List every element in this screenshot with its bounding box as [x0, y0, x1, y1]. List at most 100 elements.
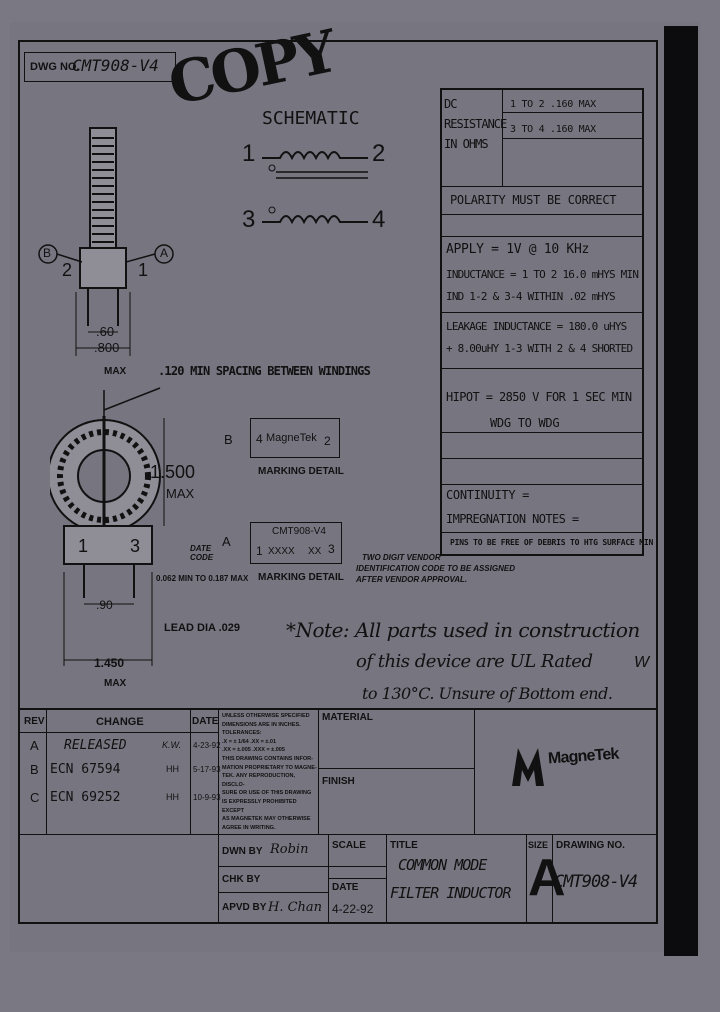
rev-date: 10-9-93 — [193, 793, 221, 802]
leakage-spec-1: LEAKAGE INDUCTANCE = 180.0 uHYS — [446, 320, 627, 333]
scale-label: SCALE — [332, 840, 366, 851]
marking-b-pin2: 2 — [324, 434, 331, 448]
leakage-spec-2: + 8.00uHY 1-3 WITH 2 & 4 SHORTED — [446, 342, 633, 355]
side-view-drawing — [38, 127, 174, 356]
spec-divider-4 — [440, 312, 644, 313]
change-col-divider — [190, 708, 191, 834]
size-label: SIZE — [528, 840, 549, 850]
side-dim-outer: .800 — [94, 340, 120, 355]
chk-by-label: CHK BY — [222, 874, 261, 885]
size-value: A — [528, 849, 566, 907]
marking-b-pin4: 4 — [256, 432, 263, 446]
schematic-pin2: 2 — [372, 140, 386, 167]
rev-change: ECN 67594 — [50, 762, 121, 777]
dc-line2: 3 TO 4 .160 MAX — [510, 124, 596, 135]
rev-init: HH — [166, 764, 179, 774]
dc-row-1 — [502, 112, 644, 113]
note-line3: to 130°C. Unsure of Bottom end. — [362, 684, 613, 703]
tolerance-line: DIMENSIONS ARE IN INCHES. — [222, 721, 301, 728]
title-block-top — [20, 708, 656, 710]
inductance-spec-1: INDUCTANCE = 1 TO 2 16.0 mHYS MIN — [446, 268, 639, 281]
handwritten-side-mark: W — [634, 654, 650, 671]
rev-letter: C — [30, 790, 40, 805]
finish-label: FINISH — [322, 776, 355, 787]
dwn-by-signature: Robin — [270, 842, 309, 857]
front-height-dim: 1.500 — [150, 462, 196, 482]
vendor-note-line1: TWO DIGIT VENDOR — [362, 553, 441, 562]
tolerance-col-divider — [318, 708, 319, 834]
note-line2: of this device are UL Rated — [356, 651, 593, 672]
title-row-divider — [20, 834, 656, 835]
tolerance-line: UNLESS OTHERWISE SPECIFIED — [222, 713, 310, 719]
marking-a-date-code: DATE CODE — [190, 544, 214, 562]
change-header: CHANGE — [96, 716, 144, 728]
marking-b-caption: MARKING DETAIL — [258, 466, 344, 477]
marking-a-letter: A — [222, 534, 231, 549]
size-col-divider-left — [526, 834, 527, 922]
title-label: TITLE — [390, 840, 418, 851]
spec-divider-1 — [440, 186, 644, 187]
spec-divider-7 — [440, 458, 644, 459]
rev-change: ECN 69252 — [50, 790, 121, 805]
handwritten-note: *Note: All parts used in construction of… — [286, 614, 640, 710]
scale-divider — [328, 878, 386, 879]
tolerance-line: IS EXPRESSLY PROHIBITED EXCEPT — [222, 798, 297, 814]
spec-divider-6 — [440, 432, 644, 433]
drawing-no-label: DRAWING NO. — [556, 840, 625, 851]
front-view-drawing — [50, 387, 165, 666]
front-pitch: .90 — [96, 598, 113, 612]
schematic-pin3: 3 — [242, 206, 256, 233]
front-standoff: 0.062 MIN TO 0.187 MAX — [156, 574, 249, 583]
rev-init: HH — [166, 792, 179, 802]
marking-a-pin3: 3 — [328, 542, 335, 556]
side-label-b: B — [43, 246, 52, 260]
rev-date: 5-17-93 — [193, 765, 221, 774]
date-label: DATE — [332, 882, 359, 893]
spec-divider-9 — [440, 532, 644, 533]
tolerance-notes: UNLESS OTHERWISE SPECIFIED DIMENSIONS AR… — [222, 712, 318, 832]
tolerance-line: .X = ± 1/64 .XX = ±.01 — [222, 738, 277, 745]
spec-table — [440, 88, 644, 556]
tolerance-line: AGREE IN WRITING. — [222, 824, 276, 831]
rev-date: 4-23-92 — [193, 741, 221, 750]
marking-a-pin1: 1 — [256, 544, 263, 558]
drawing-border — [18, 40, 658, 924]
vendor-note: TWO DIGIT VENDOR IDENTIFICATION CODE TO … — [356, 552, 515, 585]
apply-spec: APPLY = 1V @ 10 KHz — [446, 242, 590, 257]
rev-letter: A — [30, 738, 39, 753]
schematic-pin1: 1 — [242, 140, 256, 167]
magnetek-logo-icon — [512, 748, 544, 786]
tolerance-line: TOLERANCES: — [222, 730, 262, 737]
tolerance-line: TEK. ANY REPRODUCTION, DISCLO- — [222, 773, 296, 788]
pins-note: PINS TO BE FREE OF DEBRIS TO HTG SURFACE… — [450, 538, 654, 547]
polarity-note: POLARITY MUST BE CORRECT — [450, 193, 617, 207]
rev-init: K.W. — [162, 740, 182, 750]
marking-b-box — [250, 418, 340, 458]
dwn-by-label: DWN BY — [222, 846, 263, 857]
side-dim-inner: .60 — [96, 324, 115, 339]
date-header: DATE — [192, 716, 219, 727]
drawing-no-value: CMT908-V4 — [554, 872, 638, 892]
apvd-by-signature: H. Chan — [268, 900, 323, 915]
spec-divider-3 — [440, 236, 644, 237]
schematic-pin4: 4 — [372, 206, 386, 233]
side-pin1: 1 — [138, 260, 149, 280]
material-col-divider — [474, 708, 475, 834]
front-pin3: 3 — [130, 536, 141, 556]
dc-resistance-label: DC RESISTANCE IN OHMS — [444, 97, 507, 151]
vendor-note-line2: IDENTIFICATION CODE TO BE ASSIGNED — [356, 564, 515, 573]
schematic-diagram — [262, 151, 368, 225]
apvd-by-label: APVD BY — [222, 902, 267, 913]
material-finish-divider — [318, 768, 474, 769]
impregnation-spec: IMPREGNATION NOTES = — [446, 512, 579, 526]
spec-divider-8 — [440, 484, 644, 485]
marking-b-brand: MagneTek — [266, 432, 317, 444]
scale-col-divider — [328, 834, 329, 922]
front-height-max: MAX — [166, 486, 195, 501]
tolerance-line: SURE OR USE OF THIS DRAWING — [222, 790, 312, 797]
title-line2: FILTER INDUCTOR — [390, 884, 511, 902]
marking-a-code: XXXX — [268, 546, 295, 557]
dc-divider — [502, 88, 503, 186]
marking-a-part: CMT908-V4 — [272, 526, 326, 537]
vendor-note-line3: AFTER VENDOR APPROVAL. — [356, 575, 468, 584]
